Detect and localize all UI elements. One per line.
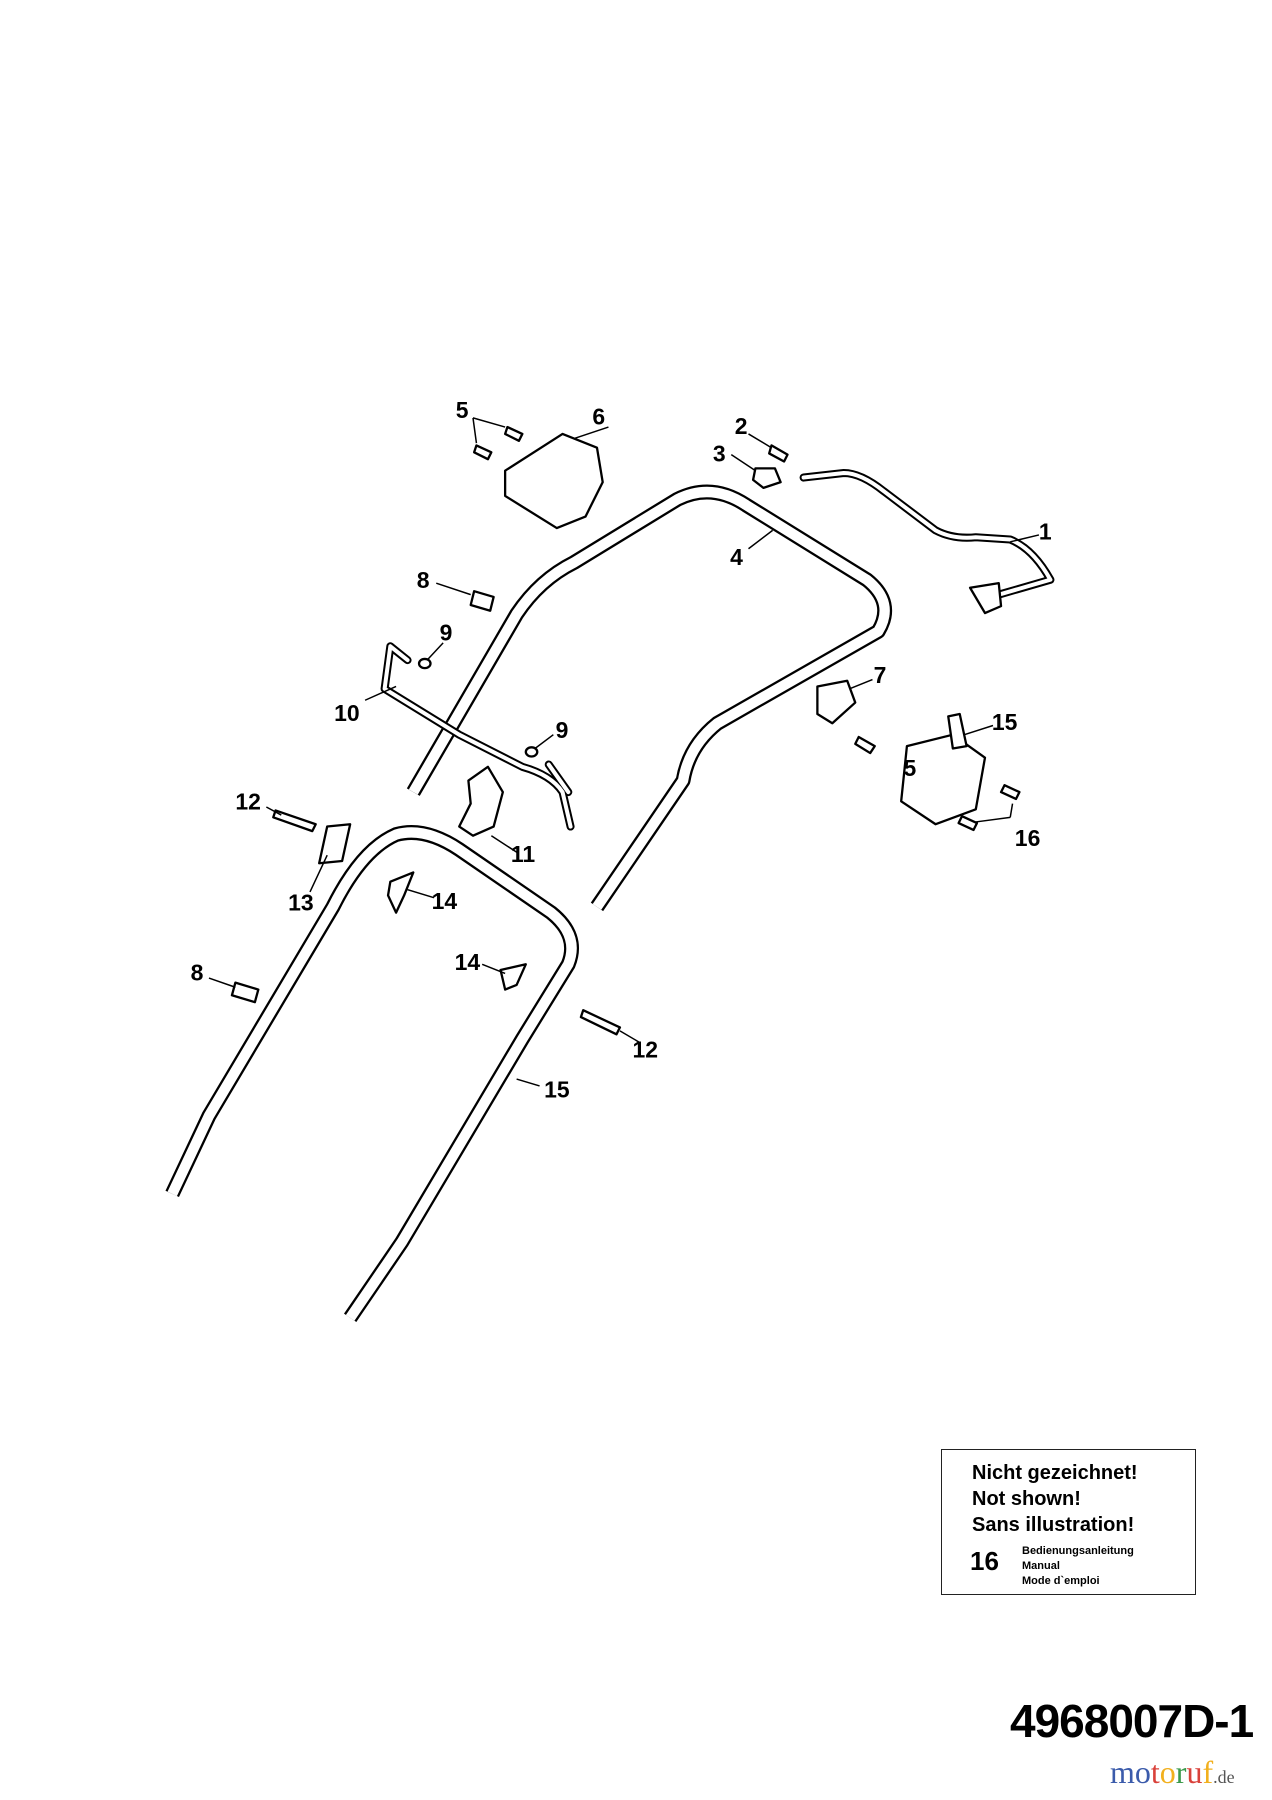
legend-item-en: Manual xyxy=(1022,1560,1060,1572)
clip-part-13 xyxy=(318,823,352,865)
screw-16a xyxy=(999,784,1021,801)
logo-letter: m xyxy=(1110,1754,1135,1790)
not-shown-legend-box: Nicht gezeichnet! Not shown! Sans illust… xyxy=(941,1449,1196,1595)
legend-item-number: 16 xyxy=(970,1546,999,1576)
legend-line-de: Nicht gezeichnet! xyxy=(972,1462,1138,1484)
callout-12: 12 xyxy=(633,1036,659,1062)
callout-10: 10 xyxy=(334,700,360,726)
logo-letter: t xyxy=(1150,1754,1160,1790)
legend-item-fr: Mode d`emploi xyxy=(1022,1575,1100,1587)
callout-6: 6 xyxy=(592,404,605,430)
callout-11: 11 xyxy=(511,841,535,867)
callout-15: 15 xyxy=(992,709,1018,735)
callout-8: 8 xyxy=(417,567,430,593)
screw-5a xyxy=(503,425,524,442)
legend-line-fr: Sans illustration! xyxy=(972,1514,1135,1536)
screw-5b xyxy=(472,444,493,461)
legend-line-en: Not shown! xyxy=(972,1488,1081,1510)
screw-16b xyxy=(957,815,979,832)
callout-4: 4 xyxy=(730,544,743,570)
callout-2: 2 xyxy=(735,413,748,439)
lower-handle-part-15 xyxy=(165,825,579,1323)
ring-9b xyxy=(524,746,539,758)
callout-1: 1 xyxy=(1039,519,1052,545)
clip-part-3 xyxy=(751,467,782,490)
callout-12: 12 xyxy=(235,788,261,814)
callout-13: 13 xyxy=(288,889,314,915)
clip-part-7 xyxy=(816,679,857,725)
callout-9: 9 xyxy=(440,620,453,646)
nut-8a xyxy=(469,590,495,612)
logo-letter: o xyxy=(1134,1754,1151,1790)
lever-part-1 xyxy=(799,468,1055,615)
callout-15: 15 xyxy=(544,1076,570,1102)
bolt-12b xyxy=(579,1009,622,1036)
cover-part-6 xyxy=(503,432,604,530)
callout-labels: 1 2 3 4 5 5 6 7 8 8 9 9 10 11 12 12 13 1… xyxy=(191,397,1052,1103)
upper-handle-part-4 xyxy=(406,484,893,912)
callout-7: 7 xyxy=(874,662,887,688)
callout-8: 8 xyxy=(191,959,204,985)
bolt-12a xyxy=(272,809,317,833)
diagram-part-number: 4968007D-1 xyxy=(1010,1695,1254,1747)
cable-part-10 xyxy=(380,642,575,831)
small-parts xyxy=(230,425,1021,1036)
callout-9: 9 xyxy=(556,717,569,743)
motoruf-watermark-logo: motoruf.de xyxy=(1110,1756,1235,1788)
knob-14a xyxy=(386,871,415,914)
screw-2 xyxy=(768,444,789,463)
logo-suffix: .de xyxy=(1213,1767,1235,1787)
callout-16: 16 xyxy=(1015,825,1041,851)
logo-letter: o xyxy=(1159,1754,1176,1790)
knob-14b xyxy=(499,963,527,991)
callout-3: 3 xyxy=(713,440,726,466)
legend-item-de: Bedienungsanleitung xyxy=(1022,1545,1134,1557)
callout-5: 5 xyxy=(903,755,916,781)
leader-lines xyxy=(208,417,1040,1087)
screw-5c xyxy=(854,735,876,755)
callout-14: 14 xyxy=(455,949,481,975)
callout-14: 14 xyxy=(432,888,458,914)
logo-letter: r xyxy=(1175,1754,1187,1790)
bracket-part-11 xyxy=(458,765,504,837)
nut-8b xyxy=(230,981,260,1004)
ring-9a xyxy=(417,657,432,670)
callout-5: 5 xyxy=(456,397,469,423)
logo-letter: u xyxy=(1186,1754,1203,1790)
logo-letter: f xyxy=(1202,1754,1214,1790)
